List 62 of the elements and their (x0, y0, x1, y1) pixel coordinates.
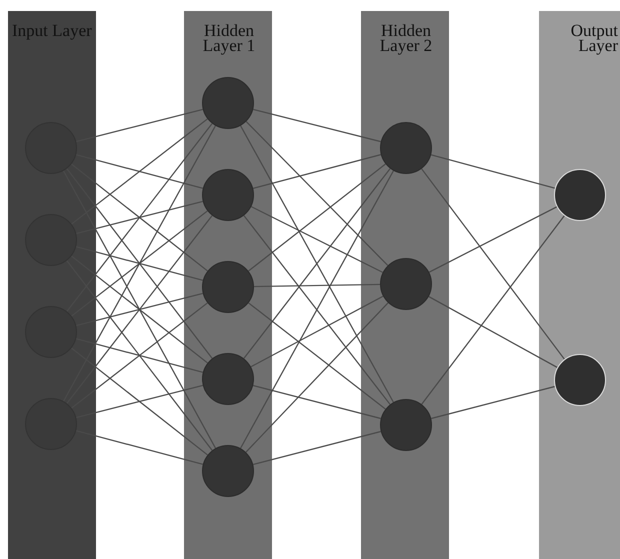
connection-line (253, 430, 381, 466)
neuron-circle (554, 169, 606, 221)
connection-line (245, 302, 389, 453)
neuron-circle (202, 169, 254, 221)
connection-line (71, 164, 208, 272)
layer-label: Output Layer (570, 23, 618, 53)
connection-line (246, 121, 388, 266)
connection-line (243, 215, 391, 405)
connection-line (240, 170, 394, 449)
neuron-circle (25, 306, 77, 358)
connection-line (71, 302, 208, 409)
neuron-circle (202, 261, 254, 313)
connection-line (66, 123, 213, 312)
connection-line (71, 348, 208, 456)
layer-label: Hidden Layer 2 (378, 23, 434, 53)
connection-line (248, 164, 386, 272)
connection-line (240, 125, 394, 403)
connection-line (253, 384, 381, 420)
neuron-circle (202, 445, 254, 497)
layer-band (184, 11, 272, 559)
connection-line (63, 125, 216, 402)
neuron-circle (202, 353, 254, 405)
connection-line (253, 108, 381, 142)
connection-line (430, 154, 556, 189)
connection-line (66, 215, 213, 404)
connection-line (250, 296, 384, 368)
connection-line (76, 154, 204, 189)
neuron-circle (202, 77, 254, 129)
connection-line (76, 246, 204, 281)
layer-label: Hidden Layer 1 (202, 23, 256, 53)
connection-line (66, 168, 213, 359)
neuron-circle (25, 122, 77, 174)
connection-line (76, 108, 203, 142)
connection-line (431, 386, 555, 420)
layer-band (361, 11, 449, 559)
connection-line (428, 206, 558, 273)
neuron-circle (380, 258, 432, 310)
connection-line (76, 338, 204, 373)
connection-line (66, 260, 213, 451)
neuron-circle (380, 399, 432, 451)
layer-band (8, 11, 96, 559)
connection-line (248, 302, 386, 410)
connection-line (76, 384, 203, 418)
connection-line (252, 154, 382, 189)
neuron-circle (25, 398, 77, 450)
connection-line (76, 200, 203, 234)
connection-line (71, 210, 208, 317)
connection-line (421, 168, 565, 360)
layer-band (539, 11, 620, 559)
connection-line (243, 168, 391, 359)
connection-line (76, 292, 203, 326)
neuron-circle (380, 122, 432, 174)
connection-line (428, 296, 558, 368)
connection-line (250, 206, 384, 273)
connection-line (71, 118, 208, 225)
connection-line (421, 215, 565, 405)
connection-line (71, 256, 208, 364)
connection-line (76, 430, 204, 465)
connection-line (62, 170, 216, 448)
neuron-circle (25, 214, 77, 266)
connection-line (254, 284, 380, 288)
neuron-circle (554, 354, 606, 406)
